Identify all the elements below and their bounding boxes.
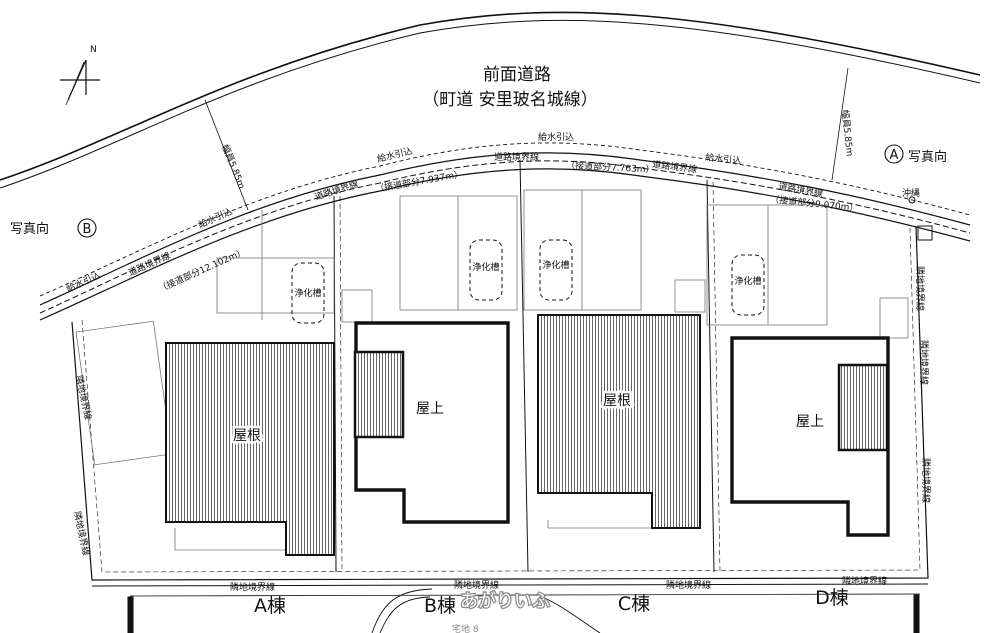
neighbor-left-top: 隣地境界線 bbox=[73, 374, 94, 421]
building-b-roof-label: 屋上 bbox=[416, 401, 444, 417]
photo-direction-left-label: 写真向 bbox=[10, 221, 49, 237]
neighbor-bottom-1: 隣地境界線 bbox=[230, 581, 275, 593]
road-subname: （町道 安里玻名城線） bbox=[422, 90, 597, 110]
width-dimension-right bbox=[831, 67, 849, 181]
unit-label-d: D棟 bbox=[815, 587, 849, 609]
road bbox=[0, 11, 981, 321]
septic-label-a: 浄化槽 bbox=[294, 287, 321, 299]
bottom-strip bbox=[91, 583, 929, 633]
septic-tanks: 浄化槽 浄化槽 浄化槽 浄化槽 bbox=[291, 239, 765, 324]
neighbor-bottom-4: 隣地境界線 bbox=[842, 575, 887, 587]
road-width-right: 幅員5.85m bbox=[839, 109, 856, 157]
photo-direction-right-label: 写真向 bbox=[908, 149, 947, 165]
septic-tank-d bbox=[731, 254, 765, 316]
road-boundary-line bbox=[39, 160, 971, 314]
water-note-1: 給水引込 bbox=[64, 269, 102, 295]
contact-c: （接道部分7.763m） bbox=[566, 159, 655, 176]
north-arrow-icon: N bbox=[60, 45, 100, 106]
unit-label-b: B棟 bbox=[424, 595, 456, 617]
water-note-2: 給水引込 bbox=[196, 205, 234, 231]
septic-label-c: 浄化槽 bbox=[542, 259, 569, 271]
road-edge-lower bbox=[39, 168, 971, 321]
building-b: 屋上 bbox=[353, 321, 510, 524]
septic-tank-b bbox=[469, 239, 503, 301]
road-far-edge-inner bbox=[0, 19, 981, 189]
unit-labels: A棟 B棟 C棟 D棟 bbox=[254, 587, 849, 617]
trap-icon bbox=[908, 196, 916, 204]
neighbor-right-mid: 隣地境界線 bbox=[918, 340, 930, 385]
septic-label-d: 浄化槽 bbox=[734, 275, 761, 287]
water-note-4: 給水引込 bbox=[538, 131, 574, 143]
north-label: N bbox=[90, 45, 97, 55]
trap-label: 沖縄 bbox=[902, 187, 920, 199]
bottom-partial-text: 宅地 8 bbox=[452, 623, 479, 633]
unit-label-a: A棟 bbox=[254, 595, 286, 617]
neighbor-right-bottom: 隣地境界線 bbox=[920, 458, 932, 503]
contact-a: （接道部分12.102m） bbox=[156, 245, 247, 294]
building-d-roof-label: 屋上 bbox=[796, 414, 824, 430]
watermark: あがりいふ bbox=[460, 591, 550, 612]
width-dimension-left bbox=[204, 99, 249, 211]
neighbor-right-top: 隣地境界線 bbox=[914, 266, 926, 311]
water-supply-line bbox=[39, 142, 971, 297]
septic-tank-c bbox=[539, 239, 573, 301]
photo-marker-a: A bbox=[890, 148, 899, 163]
building-b-roof-access bbox=[353, 350, 405, 439]
building-c-roof-label: 屋根 bbox=[603, 393, 631, 409]
yard-outlines bbox=[75, 189, 909, 551]
photo-direction-right: A 写真向 bbox=[884, 144, 947, 165]
photo-marker-b: B bbox=[83, 222, 92, 237]
building-a: 屋根 bbox=[165, 342, 335, 556]
photo-direction-left: 写真向 B bbox=[10, 218, 97, 238]
road-name: 前面道路 bbox=[483, 65, 551, 85]
building-a-roof-label: 屋根 bbox=[233, 428, 261, 444]
septic-tank-a bbox=[291, 262, 325, 324]
building-c: 屋根 bbox=[537, 314, 701, 529]
boundary-note-2: 道路境界線 bbox=[313, 178, 360, 203]
road-far-edge-outer bbox=[0, 11, 981, 181]
building-d-roof-access bbox=[837, 363, 889, 452]
water-note-5: 給水引込 bbox=[705, 151, 742, 167]
photo-marker-b-icon bbox=[77, 218, 97, 238]
septic-label-b: 浄化槽 bbox=[472, 261, 499, 273]
building-d: 屋上 bbox=[730, 336, 890, 537]
road-width-left: 幅員5.85m bbox=[219, 143, 248, 191]
unit-label-c: C棟 bbox=[618, 593, 650, 615]
road-near-edge bbox=[39, 152, 971, 306]
boundary-note-3: 道路境界線 bbox=[494, 151, 539, 163]
neighbor-left-bottom: 隣地境界線 bbox=[71, 510, 92, 557]
photo-marker-a-icon bbox=[884, 144, 904, 164]
